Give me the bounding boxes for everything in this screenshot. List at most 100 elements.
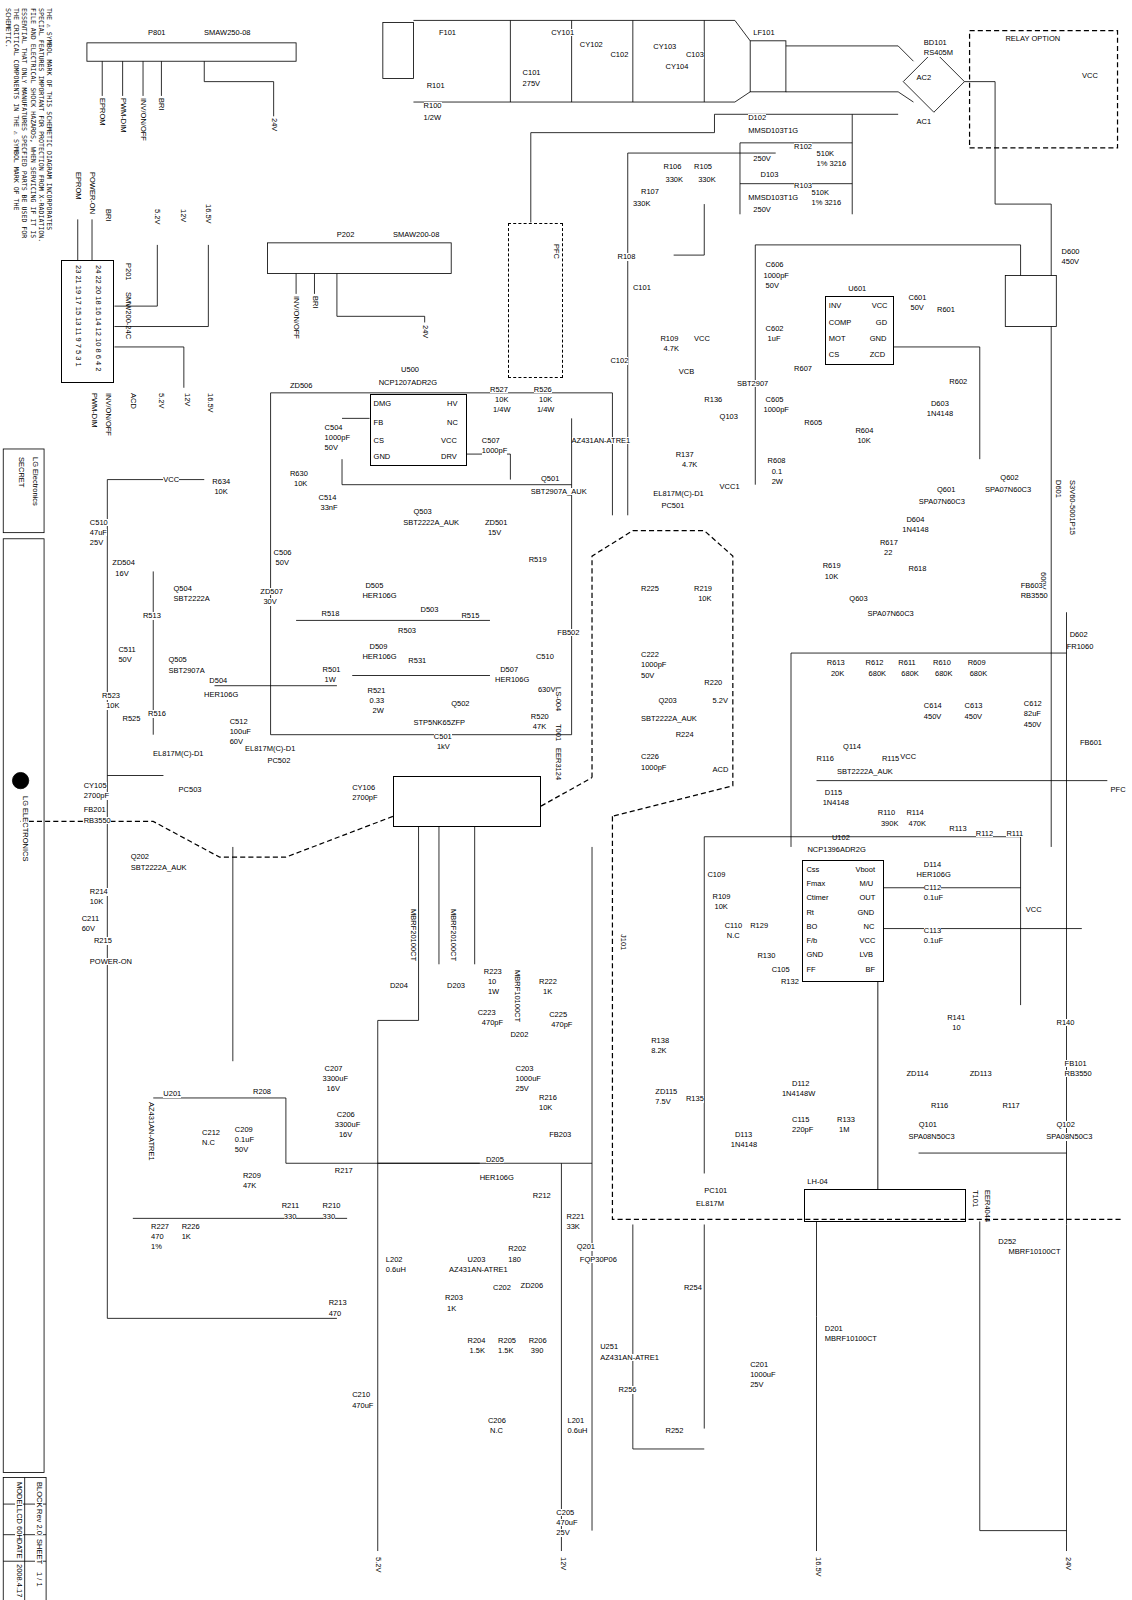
schematic-label: BF [866, 966, 876, 974]
schematic-label: NC [447, 419, 458, 427]
schematic-label: VCC [900, 753, 916, 761]
wire [919, 1153, 1067, 1154]
schematic-label: 1N4148 [823, 799, 849, 807]
schematic-label: PWM-DIM [119, 98, 127, 133]
schematic-label: HER106G [204, 691, 238, 699]
schematic-label: 1000uF [750, 1371, 775, 1379]
part-designator: EER4044 [984, 1190, 992, 1222]
schematic-label: R226 [182, 1223, 200, 1231]
schematic-label: R612 [866, 659, 884, 667]
schematic-label: 470uF [556, 1519, 577, 1527]
schematic-label: ZD206 [521, 1282, 544, 1290]
schematic-label: C207 [325, 1065, 343, 1073]
schematic-label: R215 [94, 937, 112, 945]
schematic-label: 22 [884, 549, 892, 557]
schematic-label: HER106G [362, 592, 396, 600]
schematic-label: COMP [829, 319, 852, 327]
wire [816, 1221, 817, 1316]
schematic-label: R106 [664, 163, 682, 171]
schematic-label: 24 22 20 18 16 14 12 10 8 6 4 2 [95, 265, 103, 371]
schematic-label: R604 [855, 427, 873, 435]
schematic-label: 390 [531, 1347, 544, 1355]
schematic-label: 0.6uH [568, 1427, 588, 1435]
schematic-label: HER106G [480, 1174, 514, 1182]
schematic-label: D114 [924, 861, 941, 869]
part-designator: NCP1207ADR2G [379, 379, 437, 387]
schematic-label: C507 [482, 437, 500, 445]
schematic-label: Q203 [658, 697, 676, 705]
schematic-label: AZ431AN-ATRE1 [449, 1266, 508, 1274]
schematic-label: 50V [276, 559, 289, 567]
schematic-label: C113 [924, 927, 941, 935]
schematic-label: R618 [909, 565, 927, 573]
schematic-label: NC [864, 923, 875, 931]
schematic-label: ACD [129, 393, 137, 409]
schematic-label: 630V [538, 686, 556, 694]
schematic-label: VCC [163, 476, 179, 484]
schematic-label: FR1060 [1067, 643, 1094, 651]
wire [270, 393, 271, 735]
schematic-label: D201 [825, 1325, 843, 1333]
schematic-label: R211 [282, 1202, 299, 1210]
schematic-label: R607 [794, 365, 812, 373]
schematic-label: C601 [909, 294, 927, 302]
schematic-label: C612 [1024, 700, 1042, 708]
schematic-label: R202 [508, 1245, 526, 1253]
schematic-label: 470K [909, 820, 927, 828]
schematic-label: 450V [924, 713, 942, 721]
schematic-label: 50V [118, 656, 131, 664]
schematic-label: C205 [556, 1509, 574, 1517]
schematic-label: 10K [539, 396, 552, 404]
connector-symbol [87, 43, 296, 61]
schematic-label: 1000pF [325, 434, 350, 442]
schematic-label: GD [876, 319, 887, 327]
schematic-label: Q504 [174, 585, 192, 593]
schematic-label: 10K [857, 437, 870, 445]
wire [296, 273, 297, 293]
schematic-label: 1000pF [641, 661, 666, 669]
schematic-label: MBRF10100CT [1009, 1248, 1061, 1256]
schematic-label: SBT2222A_AUK [131, 864, 187, 872]
schematic-label: U201 [163, 1090, 181, 1098]
wire [786, 46, 914, 61]
wire [378, 827, 419, 1551]
bridge-rectifier-symbol [903, 51, 964, 112]
schematic-label: R223 [484, 968, 502, 976]
schematic-label: 3300uF [335, 1121, 360, 1129]
schematic-label: Q103 [720, 413, 738, 421]
schematic-label: D504 [209, 677, 227, 685]
schematic-label: C223 [478, 1009, 496, 1017]
schematic-label: R515 [461, 612, 479, 620]
schematic-label: 10K [698, 595, 711, 603]
schematic-label: 16V [327, 1085, 340, 1093]
wire [1051, 204, 1052, 275]
schematic-label: C211 [82, 915, 99, 923]
schematic-label: D509 [370, 643, 388, 651]
schematic-label: LG Electronics [31, 457, 39, 506]
schematic-label: 47K [533, 723, 546, 731]
schematic-label: GND [857, 909, 874, 917]
schematic-label: SECRET [17, 457, 25, 487]
schematic-label: R209 [243, 1172, 261, 1180]
schematic-label: INV/ON/OFF [293, 296, 301, 339]
schematic-label: VCC [872, 302, 888, 310]
schematic-label: R225 [641, 585, 659, 593]
schematic-label: D115 [825, 789, 842, 797]
schematic-label: MMSD103T1G [748, 194, 798, 202]
schematic-label: C201 [750, 1361, 768, 1369]
wire-connector [877, 982, 878, 1189]
schematic-label: 1/4W [537, 406, 555, 414]
schematic-label: DATE [15, 1539, 23, 1558]
schematic-label: 60V [230, 738, 243, 746]
schematic-label: CS [374, 437, 384, 445]
wire [271, 734, 572, 735]
wire [467, 454, 511, 480]
wire [413, 92, 750, 102]
schematic-label: 25V [90, 539, 103, 547]
schematic-label: C109 [707, 871, 725, 879]
schematic-label: R206 [529, 1337, 547, 1345]
schematic-label: 510K [817, 150, 835, 158]
schematic-label: C614 [924, 702, 942, 710]
schematic-label: R214 [90, 888, 108, 896]
schematic-label: R216 [539, 1094, 557, 1102]
